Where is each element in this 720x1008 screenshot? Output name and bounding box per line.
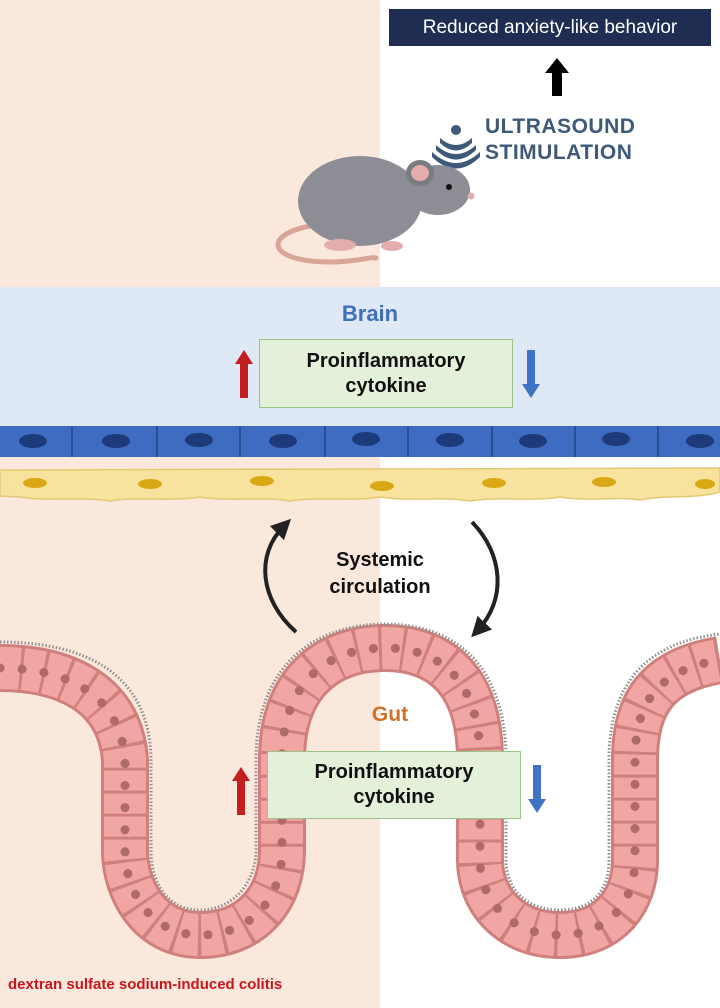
outcome-box: Reduced anxiety-like behavior [389,9,711,46]
stimulus-line-1: ULTRASOUND [485,115,636,138]
brain-cytokine-line-2: cytokine [345,374,427,397]
gut-epithelium [0,622,720,959]
brain-label: Brain [341,301,399,326]
brain-decrease-arrow [522,350,540,398]
gut-cytokine-box: Proinflammatory cytokine [267,751,521,819]
circulation-arrow-down [470,520,500,638]
gut-decrease-arrow [528,765,546,813]
brain-increase-arrow [235,350,253,398]
stimulus-line-2: STIMULATION [485,141,633,164]
mouse-icon [275,156,475,265]
brain-cytokine-box: Proinflammatory cytokine [259,339,513,408]
circulation-line-2: circulation [329,576,431,598]
circulation-arrow-up [263,518,298,634]
endothelial-cell-layer [0,426,720,457]
up-arrow-icon [545,58,569,96]
colitis-condition-label: dextran sulfate sodium-induced colitis [8,976,283,993]
gut-label: Gut [371,703,409,726]
circulation-line-1: Systemic [336,549,424,571]
ultrasound-stimulation-label: ULTRASOUND STIMULATION [485,114,685,166]
brain-cytokine-line-1: Proinflammatory [306,349,466,372]
gut-cytokine-line-1: Proinflammatory [314,761,474,783]
gut-increase-arrow [232,767,250,815]
colitis-panel-background [0,0,380,1008]
ultrasound-waves-icon [432,125,480,169]
gut-cytokine-line-2: cytokine [353,786,435,808]
systemic-circulation-label: Systemic circulation [300,547,460,601]
glial-cell-layer [0,467,720,502]
